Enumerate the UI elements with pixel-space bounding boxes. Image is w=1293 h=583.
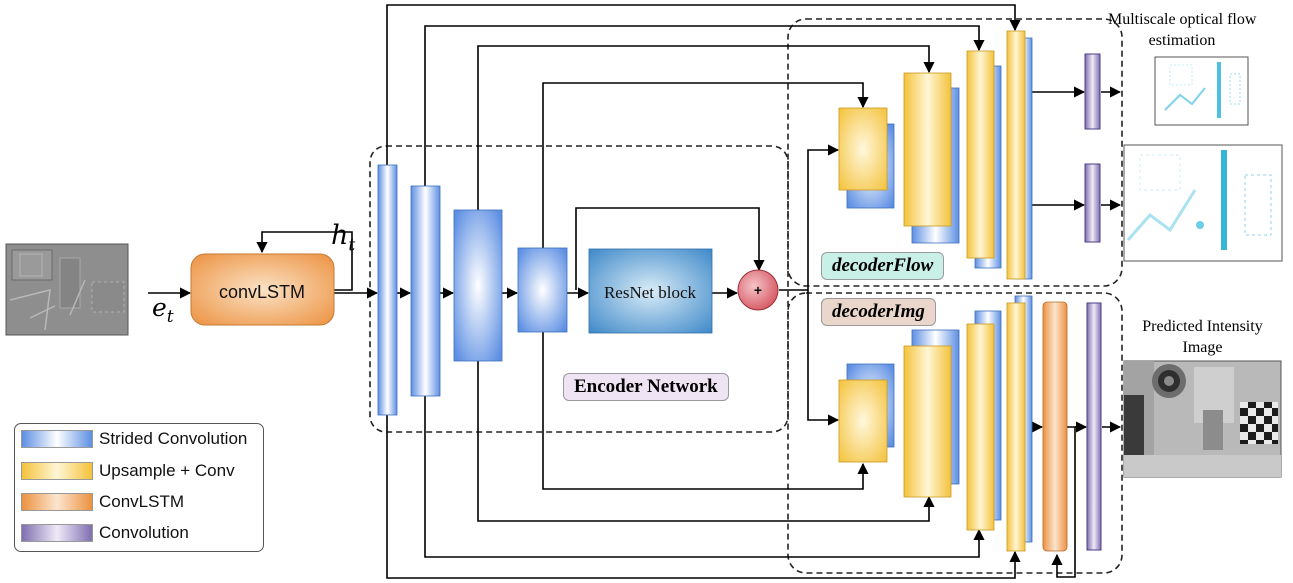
legend-label: Convolution bbox=[99, 523, 189, 542]
encoder-conv-4 bbox=[517, 247, 568, 333]
encoder-layers bbox=[377, 164, 568, 416]
legend-item-convolution: Convolution bbox=[21, 523, 189, 543]
img-upconv-3 bbox=[966, 323, 995, 531]
img-upconv-2 bbox=[903, 345, 952, 498]
encoder-network-label: Encoder Network bbox=[563, 373, 729, 401]
resnet-label: ResNet block bbox=[604, 283, 697, 302]
img-upconv-4 bbox=[1006, 302, 1026, 552]
img-convlstm bbox=[1042, 301, 1068, 552]
encoder-conv-3 bbox=[453, 209, 503, 362]
decoder-flow-group-frame bbox=[787, 18, 1123, 287]
intensity-output-title: Predicted Intensity Image bbox=[1142, 318, 1263, 356]
img-upconv-1 bbox=[838, 379, 888, 463]
flow-output-title: Multiscale optical flow estimation bbox=[1108, 11, 1257, 49]
flow-upconv-2 bbox=[903, 72, 952, 227]
legend-item-convlstm: ConvLSTM bbox=[21, 492, 184, 512]
legend-swatch-blue-icon bbox=[21, 430, 93, 448]
legend-label: Strided Convolution bbox=[99, 429, 248, 448]
flow-upconv-1 bbox=[838, 107, 888, 191]
decoder-flow-label: decoderFlow bbox=[821, 252, 945, 280]
resnet-block: ResNet block bbox=[588, 248, 713, 334]
flow-conv-out-1 bbox=[1084, 53, 1101, 130]
optical-flow-image-small bbox=[1154, 56, 1249, 126]
main-flow-arrows bbox=[148, 86, 1122, 578]
legend-item-strided-conv: Strided Convolution bbox=[21, 429, 247, 449]
convlstm-label: convLSTM bbox=[219, 282, 305, 302]
predicted-intensity-image bbox=[1123, 360, 1282, 478]
legend-item-upsample-conv: Upsample + Conv bbox=[21, 461, 235, 481]
decoder-flow-layers bbox=[838, 30, 1101, 280]
legend-swatch-orange-icon bbox=[21, 493, 93, 511]
event-input-label: et bbox=[152, 293, 174, 327]
flow-upconv-3 bbox=[966, 50, 995, 259]
legend-label: ConvLSTM bbox=[99, 492, 185, 511]
flow-conv-out-2 bbox=[1084, 163, 1101, 243]
convlstm-block: convLSTM bbox=[190, 253, 335, 326]
encoder-group-frame bbox=[369, 145, 789, 433]
legend-swatch-purple-icon bbox=[21, 524, 93, 542]
legend: Strided Convolution Upsample + Conv Conv… bbox=[14, 423, 264, 552]
decoder-img-layers bbox=[838, 295, 1102, 552]
skip-connections bbox=[386, 4, 1021, 579]
encoder-conv-2 bbox=[410, 185, 441, 397]
optical-flow-image-large bbox=[1123, 144, 1283, 262]
img-conv-out bbox=[1086, 302, 1102, 551]
legend-swatch-yellow-icon bbox=[21, 462, 93, 480]
event-frame-image bbox=[5, 243, 129, 336]
sum-node: + bbox=[737, 269, 779, 311]
legend-label: Upsample + Conv bbox=[99, 461, 235, 480]
decoder-img-label: decoderImg bbox=[821, 298, 936, 326]
flow-upconv-4 bbox=[1006, 30, 1026, 280]
hidden-state-label: ht bbox=[331, 220, 356, 256]
svg-text:+: + bbox=[754, 282, 762, 298]
encoder-conv-1 bbox=[377, 164, 398, 416]
